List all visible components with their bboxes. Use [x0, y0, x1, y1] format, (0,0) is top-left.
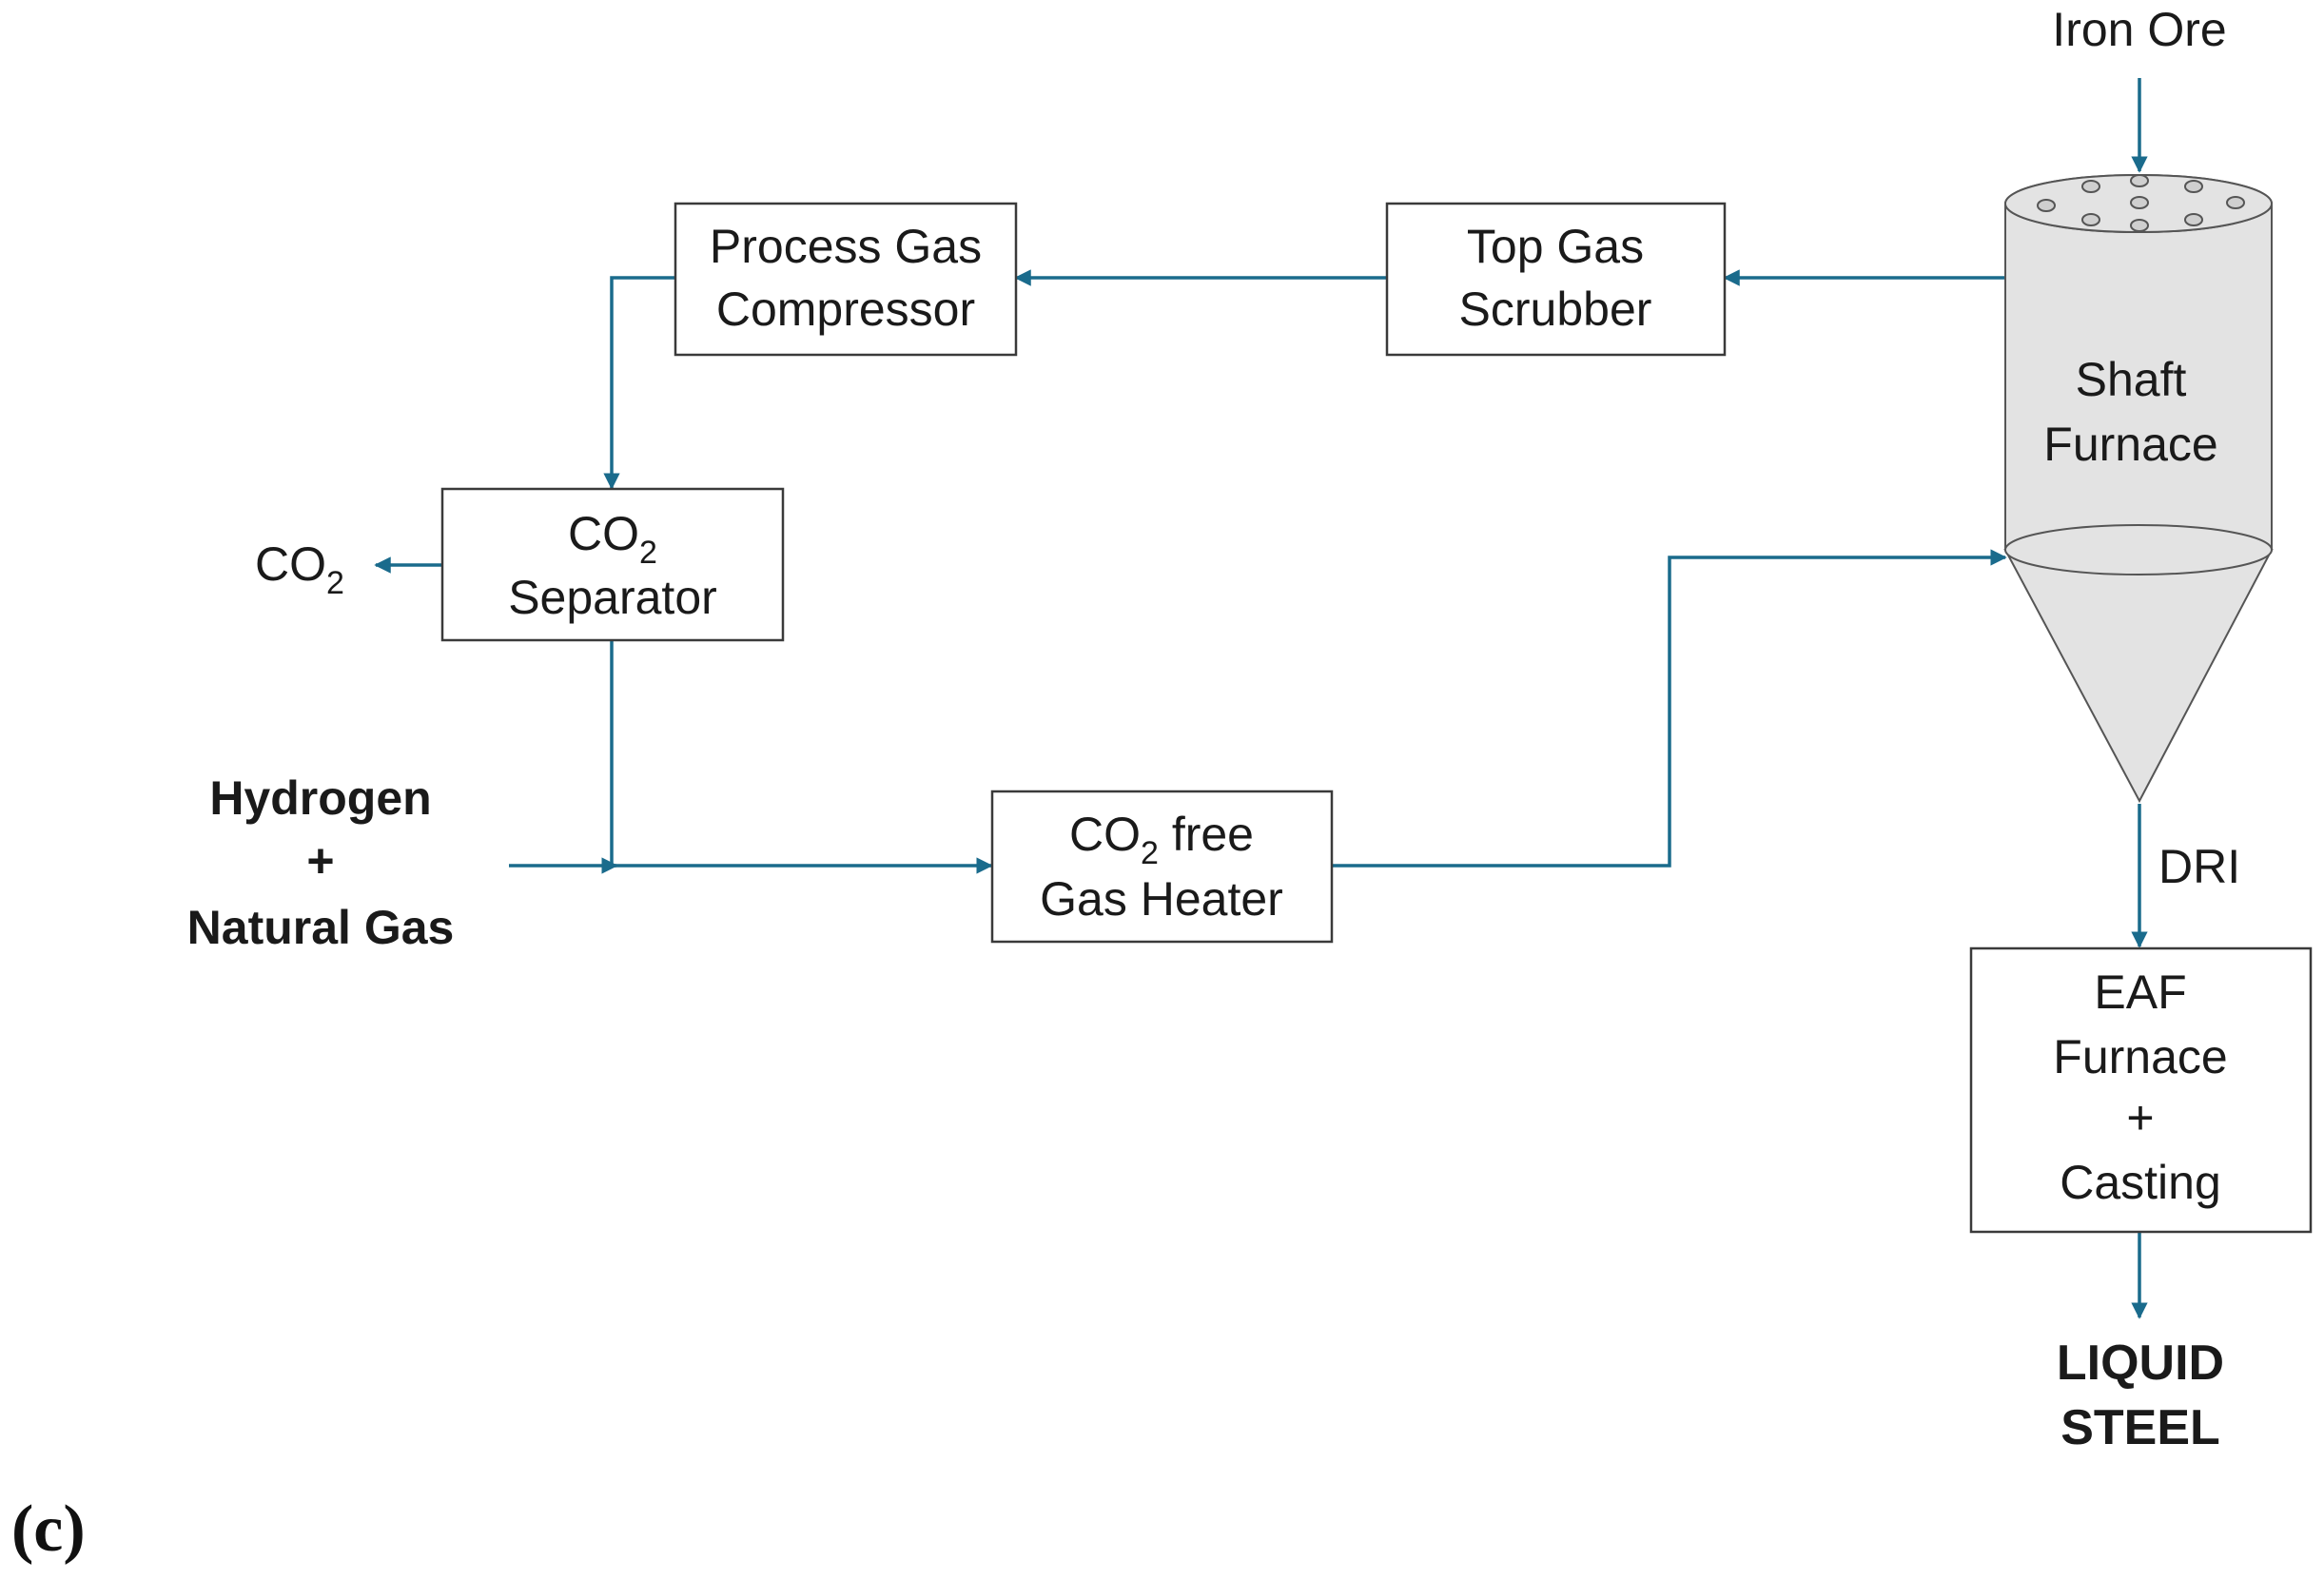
compressor-to-separator-arrow: [603, 276, 675, 490]
process-gas-compressor-box: Process Gas Compressor: [674, 202, 1018, 357]
co2-free-gas-heater-line2: Gas Heater: [1040, 872, 1283, 926]
process-gas-compressor-line1: Process Gas: [710, 220, 982, 273]
shaft-furnace-label-line2: Furnace: [2043, 418, 2217, 471]
furnace-hole: [2037, 199, 2056, 212]
top-gas-scrubber-frame: [1385, 202, 1727, 357]
furnace-hole: [2081, 180, 2100, 193]
feed-label-line2: +: [306, 834, 334, 888]
co2-separator-line1: CO2: [568, 507, 657, 571]
co2-separator-subscript: 2: [639, 535, 657, 571]
co2-free-gas-heater-box: CO2 free Gas Heater: [990, 790, 1334, 944]
shaft-furnace-label-line1: Shaft: [2076, 353, 2187, 406]
furnace-hole: [2226, 196, 2245, 209]
co2-output-subscript: 2: [326, 565, 344, 601]
heater-to-furnace-arrow: [1332, 549, 2007, 868]
shaft-furnace: Shaft Furnace: [2003, 174, 2274, 804]
shaft-furnace-cone: [2003, 549, 2274, 804]
furnace-hole: [2184, 213, 2203, 226]
iron-ore-label: Iron Ore: [2052, 3, 2226, 56]
eaf-furnace-line1: EAF: [2094, 966, 2186, 1019]
furnace-hole: [2081, 213, 2100, 226]
co2-free-subscript: 2: [1141, 835, 1159, 871]
eaf-furnace-line2: Furnace: [2053, 1030, 2227, 1083]
shaft-furnace-body: [2004, 203, 2273, 551]
furnace-hole: [2130, 196, 2149, 209]
eaf-furnace-line3: +: [2126, 1091, 2154, 1144]
eaf-furnace-frame: [1969, 946, 2313, 1234]
eaf-furnace-box: EAF Furnace + Casting: [1969, 946, 2313, 1234]
co2-free-gas-heater-frame: [990, 790, 1334, 944]
co2-free-rest: free: [1159, 808, 1254, 861]
liquid-steel-line1: LIQUID: [2057, 1336, 2224, 1391]
co2-output-co: CO: [255, 537, 326, 591]
hydrogen-natural-gas-feed: Hydrogen + Natural Gas: [187, 771, 455, 954]
panel-label: (c): [11, 1492, 86, 1566]
furnace-hole: [2130, 174, 2149, 187]
top-gas-scrubber-line2: Scrubber: [1459, 283, 1652, 336]
furnace-top-holes: [2037, 174, 2245, 232]
co2-free-gas-heater-line1: CO2 free: [1069, 808, 1254, 871]
furnace-hole: [2184, 180, 2203, 193]
co2-separator-frame: [440, 487, 785, 642]
feed-label-line1: Hydrogen: [209, 771, 431, 825]
co2-separator-co: CO: [568, 507, 639, 560]
co2-free-co: CO: [1069, 808, 1141, 861]
shaft-furnace-bottom-rim: [2004, 524, 2273, 575]
liquid-steel-line2: STEEL: [2060, 1400, 2220, 1455]
co2-separator-line2: Separator: [508, 571, 717, 624]
top-gas-scrubber-box: Top Gas Scrubber: [1385, 202, 1727, 357]
process-gas-compressor-line2: Compressor: [716, 283, 975, 336]
co2-output-label: CO2: [255, 537, 344, 601]
flow-lines: [374, 78, 2148, 1319]
liquid-steel-output: LIQUID STEEL: [2057, 1336, 2224, 1455]
co2-separator-box: CO2 Separator: [440, 487, 785, 642]
top-gas-scrubber-line1: Top Gas: [1467, 220, 1644, 273]
eaf-furnace-line4: Casting: [2060, 1156, 2221, 1209]
feed-label-line3: Natural Gas: [187, 901, 455, 954]
furnace-hole: [2130, 219, 2149, 232]
process-gas-compressor-frame: [674, 202, 1018, 357]
dri-label: DRI: [2158, 840, 2240, 893]
